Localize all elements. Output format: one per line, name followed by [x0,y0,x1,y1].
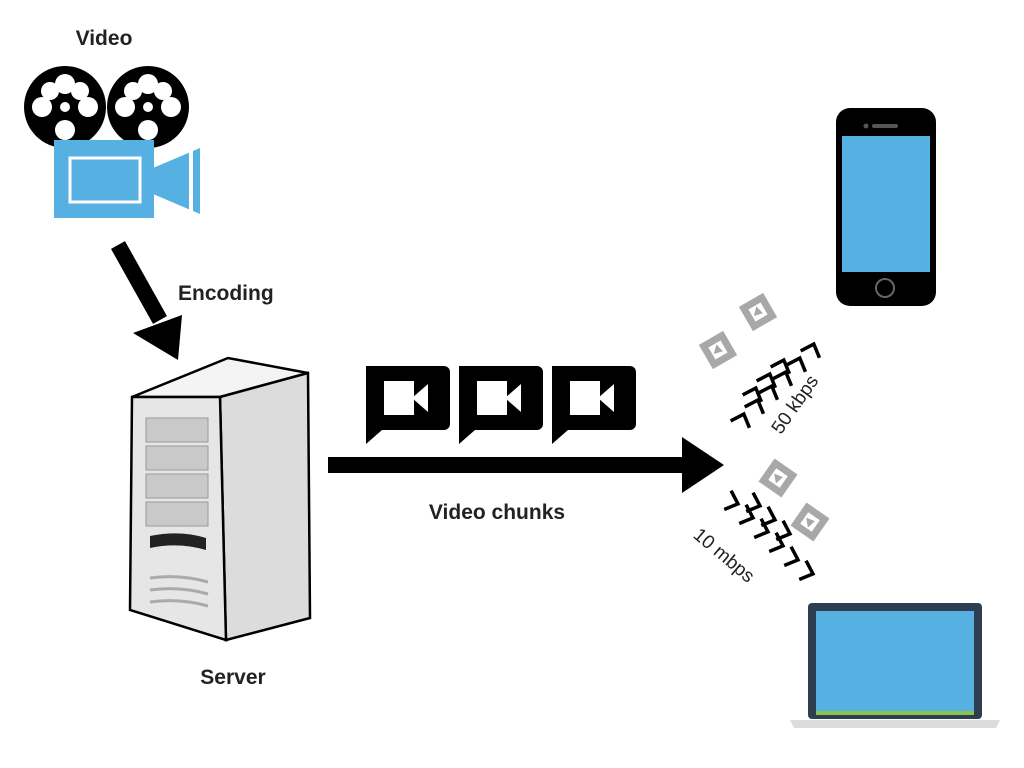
encoding-label: Encoding [178,282,274,305]
encoding-arrow [111,241,182,360]
laptop-icon [790,603,1000,728]
rate-50kbps-label: 50 kbps [768,372,823,439]
server-tower-icon [128,356,312,642]
rate-10mbps-label: 10 mbps [689,524,758,587]
video-label: Video [76,27,133,50]
video-chunk-icon [552,366,636,444]
grey-chunk-icons [693,287,833,545]
stream-arrow [328,437,724,493]
video-chunks-label: Video chunks [429,501,565,524]
film-camera-icon [24,66,200,218]
server-label: Server [200,666,265,689]
video-chunk-icon [459,366,543,444]
video-chunk-icon [366,366,450,444]
smartphone-icon [836,108,936,306]
